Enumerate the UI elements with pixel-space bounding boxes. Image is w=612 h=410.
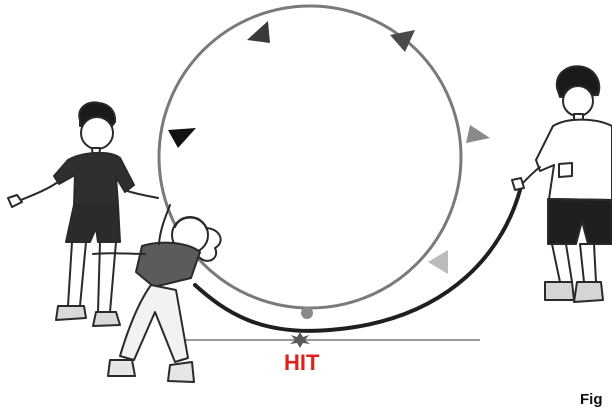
arrow-left-icon xyxy=(168,128,196,148)
jump-rope xyxy=(195,190,520,331)
hit-label: HIT xyxy=(284,352,319,374)
left-rope-turner xyxy=(8,102,158,326)
figure-label: Fig xyxy=(580,392,603,407)
rotation-circle xyxy=(159,6,490,319)
arrow-top-left-icon xyxy=(247,21,270,43)
arrow-lower-right-icon xyxy=(428,250,448,274)
right-rope-turner xyxy=(512,66,612,302)
arrow-right-icon xyxy=(466,125,490,143)
arrow-top-right-icon xyxy=(390,30,415,52)
